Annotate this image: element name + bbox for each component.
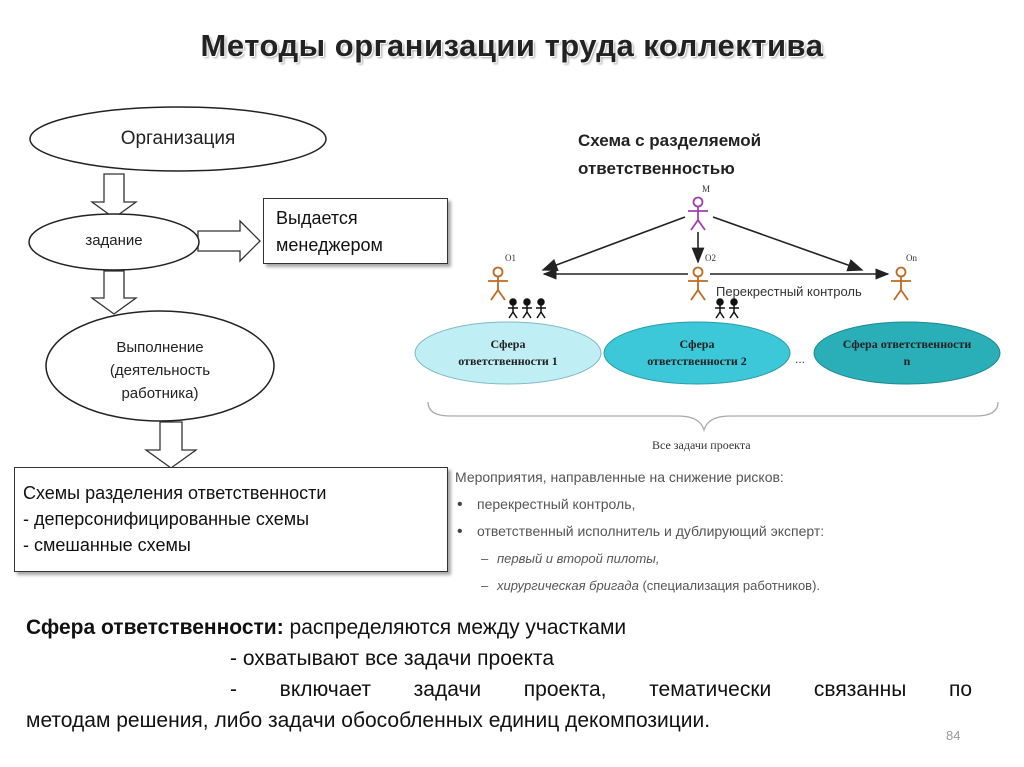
sphere-1 <box>414 321 602 385</box>
shared-responsibility-diagram <box>414 196 1001 433</box>
issued-by-manager-box: Выдается менеджером <box>263 198 448 264</box>
arrow-manager-o1 <box>541 216 686 271</box>
actor-o2-icon <box>688 266 708 301</box>
slide-title: Методы организации труда коллектива <box>200 28 824 63</box>
sphere-n-label: Сфера ответственности n <box>842 337 972 368</box>
workers-group-1-icon <box>508 298 546 319</box>
measures-heading: Мероприятия, направленные на снижение ри… <box>455 469 784 485</box>
all-tasks-brace <box>427 401 999 433</box>
manager-icon <box>688 196 708 231</box>
risk-measures: Мероприятия, направленные на снижение ри… <box>455 464 1015 599</box>
page-number: 84 <box>946 728 961 743</box>
task-ellipse <box>28 213 200 271</box>
measure-item: перекрестный контроль, <box>455 491 1015 518</box>
measure-item: ответственный исполнитель и дублирующий … <box>455 518 1015 545</box>
measure-subitem: хирургическая бригада (специализация раб… <box>455 572 1015 599</box>
arrow-down-2 <box>90 270 138 315</box>
execution-ellipse <box>45 310 275 422</box>
sphere-2-label: Сфера ответственности 2 <box>647 337 747 368</box>
sphere-1-label: Сфера ответственности 1 <box>458 337 558 368</box>
responsibility-schemes-box: Схемы разделения ответственности - депер… <box>14 467 448 572</box>
manager-label: M <box>702 184 711 194</box>
organization-label: Организация <box>120 128 236 149</box>
cross-control-label: Перекрестный контроль <box>716 284 862 299</box>
responsibility-sphere-description: Сфера ответственности: распределяются ме… <box>26 616 973 732</box>
sphere-n <box>813 321 1001 385</box>
actor-o1-label: O1 <box>505 253 516 263</box>
execution-label: Выполнение (деятельность работника) <box>109 339 211 402</box>
organization-ellipse <box>29 106 327 172</box>
workers-group-2-icon <box>715 298 739 319</box>
actor-on-icon <box>891 266 911 301</box>
sphere-2 <box>603 321 791 385</box>
sphere-term: Сфера ответственности: <box>26 616 284 639</box>
flowchart <box>28 106 327 469</box>
measure-subitem: первый и второй пилоты, <box>455 545 1015 572</box>
arrow-manager-on <box>712 216 864 272</box>
spheres-ellipsis: ... <box>795 352 806 366</box>
schema-title: Схема с разделяемой ответственностью <box>578 131 762 178</box>
arrow-down-3 <box>143 421 199 469</box>
actor-o2-label: O2 <box>705 253 716 263</box>
actor-o1-icon <box>488 266 508 301</box>
arrow-down-1 <box>90 173 138 219</box>
arrow-right <box>197 219 261 263</box>
all-tasks-label: Все задачи проекта <box>652 438 751 452</box>
task-label: задание <box>85 232 143 249</box>
actor-on-label: On <box>906 253 917 263</box>
